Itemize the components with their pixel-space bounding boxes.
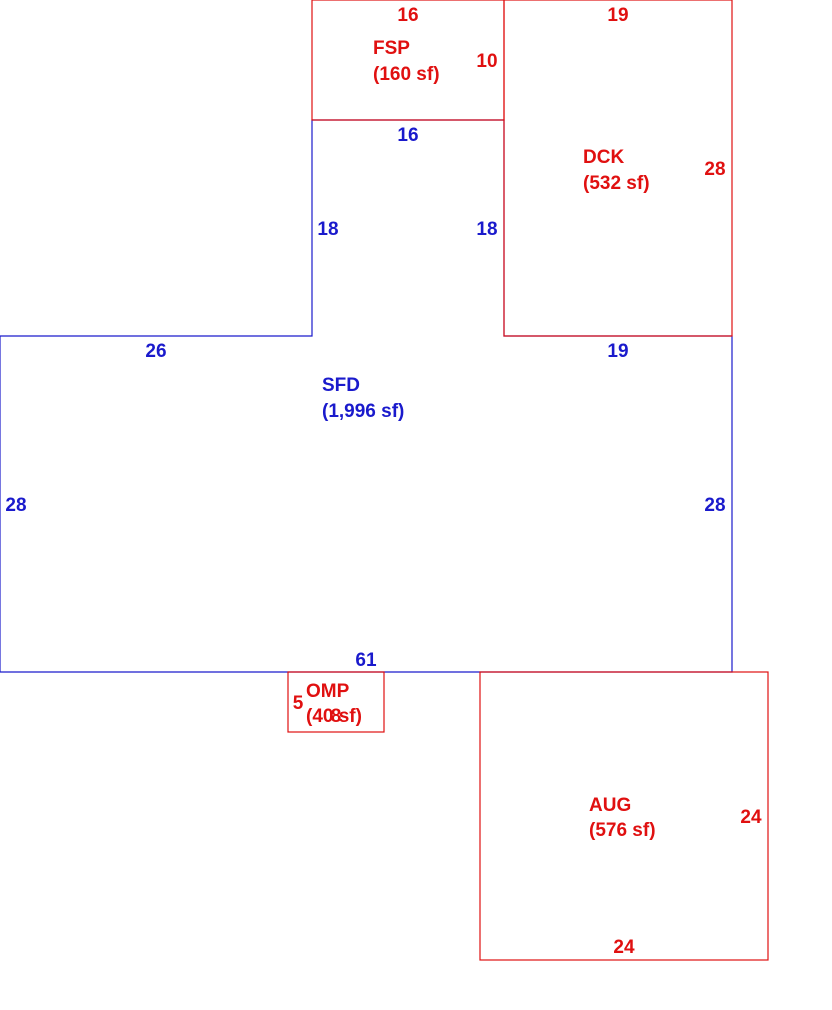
omp-left-dimension: 5 [293, 693, 304, 714]
sfd-left-dimension: 28 [5, 495, 26, 516]
sfd-area-label: (1,996 sf) [322, 401, 404, 422]
omp-area-label: (40 sf) [306, 706, 362, 727]
aug-right-dimension: 24 [740, 807, 762, 828]
sfd-right-dimension: 28 [704, 495, 725, 516]
aug-area-label: (576 sf) [589, 820, 656, 841]
aug-outline [479, 671, 769, 961]
omp-code-label: OMP [306, 681, 350, 702]
sfd-outline [0, 119, 733, 673]
aug-code-label: AUG [589, 795, 631, 816]
aug-bottom-dimension: 24 [613, 937, 635, 958]
omp-outline [287, 671, 385, 733]
omp-bottom-dimension: 8 [331, 706, 342, 727]
sfd-top-left-dimension: 26 [145, 341, 166, 362]
sfd-bottom-dimension: 61 [355, 650, 377, 671]
sfd-wing-left-dimension: 18 [317, 219, 338, 240]
sfd-code-label: SFD [322, 375, 360, 396]
dck-right-dimension: 28 [704, 159, 725, 180]
dck-code-label: DCK [583, 147, 624, 168]
dck-top-dimension: 19 [607, 5, 628, 26]
dck-outline [503, 0, 733, 337]
fsp-area-label: (160 sf) [373, 64, 440, 85]
fsp-top-dimension: 16 [397, 5, 418, 26]
fsp-right-dimension: 10 [476, 51, 497, 72]
dck-area-label: (532 sf) [583, 173, 650, 194]
sfd-wing-right-dimension: 18 [476, 219, 497, 240]
sfd-wing-top-dimension: 16 [397, 125, 418, 146]
fsp-code-label: FSP [373, 38, 410, 59]
sfd-top-right-dimension: 19 [607, 341, 628, 362]
